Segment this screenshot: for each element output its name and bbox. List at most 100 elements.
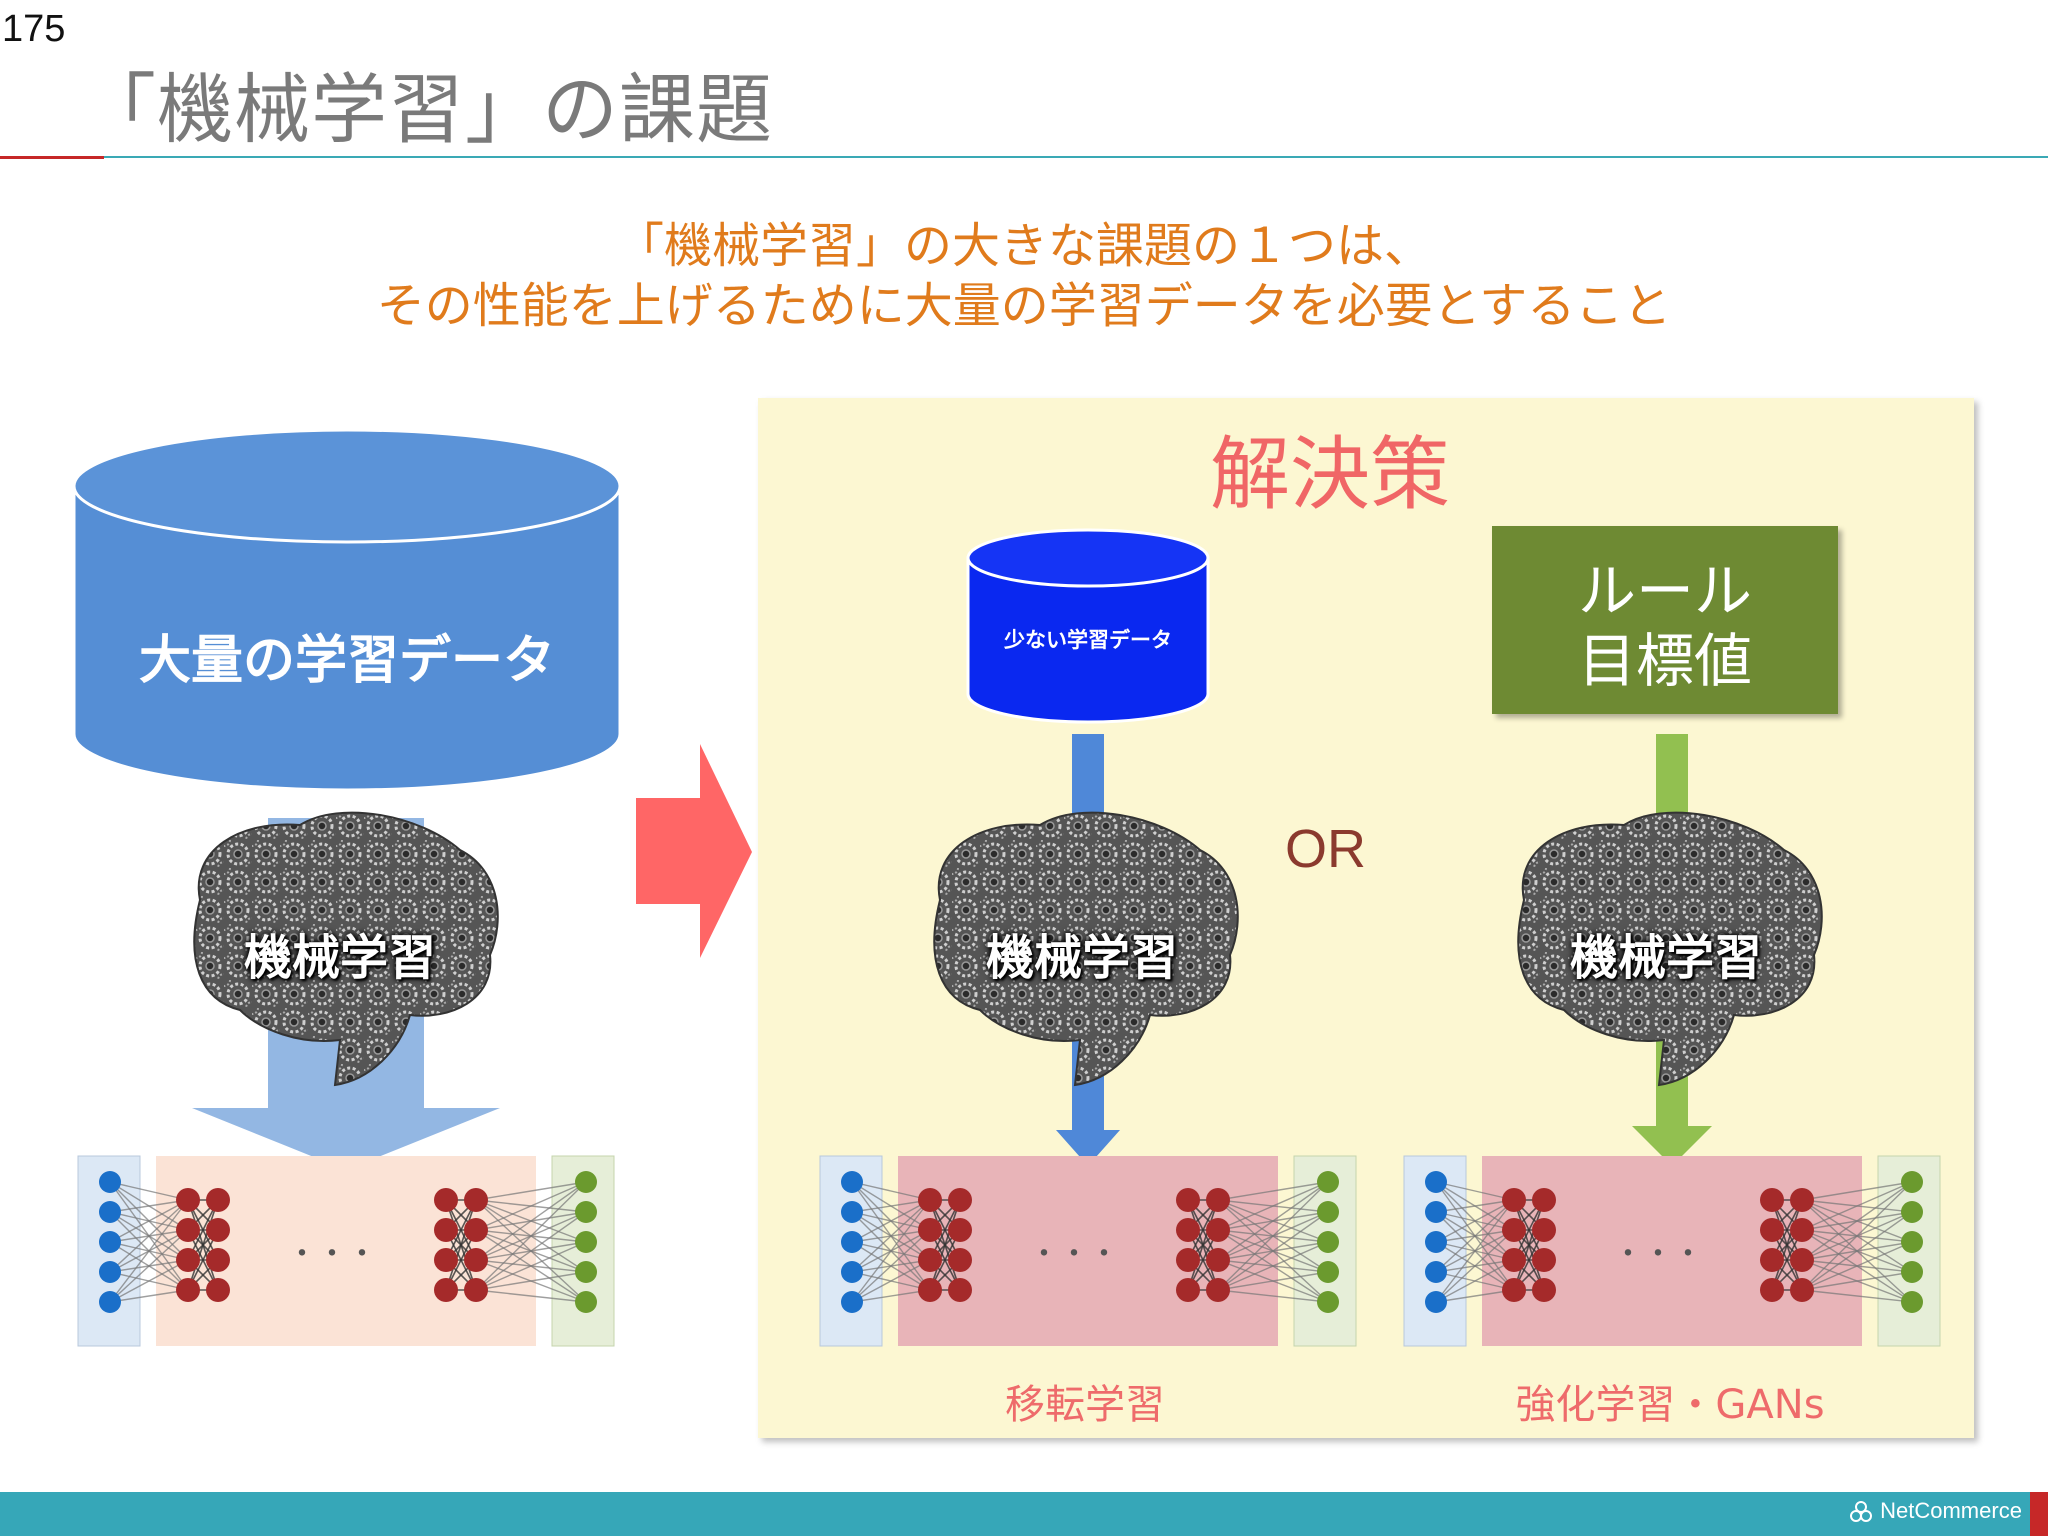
hidden-node: [1790, 1248, 1814, 1272]
input-node: [99, 1231, 121, 1253]
output-node: [1317, 1171, 1339, 1193]
hidden-node: [1176, 1278, 1200, 1302]
brain-label-rl: 機械学習: [1569, 930, 1762, 986]
network-edge: [109, 1259, 189, 1303]
network-edge: [851, 1229, 931, 1303]
network-edge: [475, 1181, 587, 1231]
hidden-node: [1502, 1278, 1526, 1302]
output-node: [575, 1171, 597, 1193]
network-edge: [1801, 1181, 1913, 1201]
hidden-node: [1532, 1278, 1556, 1302]
neural-network-rl: ・・・: [1403, 1155, 1941, 1347]
network-edge: [109, 1199, 189, 1213]
input-node: [1425, 1291, 1447, 1313]
or-label: OR: [1285, 819, 1366, 879]
brain-left: [193, 811, 499, 1087]
hidden-node: [206, 1188, 230, 1212]
hidden-node: [1176, 1188, 1200, 1212]
network-edge: [1217, 1271, 1329, 1291]
output-node: [1317, 1261, 1339, 1283]
hidden-node: [1532, 1218, 1556, 1242]
hidden-node: [206, 1278, 230, 1302]
output-node: [1901, 1291, 1923, 1313]
brain-rl: [1517, 811, 1823, 1087]
hidden-node: [1790, 1188, 1814, 1212]
output-node: [1317, 1291, 1339, 1313]
input-node: [99, 1201, 121, 1223]
hidden-node: [1176, 1248, 1200, 1272]
hidden-node: [434, 1188, 458, 1212]
network-edge: [1435, 1229, 1515, 1303]
network-edge: [851, 1199, 931, 1243]
hidden-node: [1206, 1188, 1230, 1212]
input-node: [1425, 1231, 1447, 1253]
network-edge: [851, 1199, 931, 1303]
hidden-node: [948, 1218, 972, 1242]
input-node: [841, 1261, 863, 1283]
input-node: [841, 1171, 863, 1193]
input-node: [841, 1231, 863, 1253]
hidden-node: [1176, 1218, 1200, 1242]
hidden-node: [464, 1278, 488, 1302]
input-node: [1425, 1201, 1447, 1223]
network-edge: [851, 1199, 931, 1213]
network-edge: [475, 1271, 587, 1291]
output-node: [1901, 1231, 1923, 1253]
network-edge: [1801, 1181, 1913, 1291]
network-edge: [1435, 1181, 1515, 1201]
target-value-label: 目標値: [1577, 627, 1752, 695]
network-edge: [109, 1199, 189, 1303]
subtitle-line-2: その性能を上げるために大量の学習データを必要とすること: [376, 278, 1672, 334]
hidden-node: [948, 1188, 972, 1212]
hidden-node: [1760, 1248, 1784, 1272]
layers-ellipsis: ・・・: [1613, 1237, 1703, 1272]
network-edge: [109, 1181, 189, 1201]
network-edge: [1217, 1181, 1329, 1291]
hidden-node: [1532, 1248, 1556, 1272]
hidden-node: [948, 1278, 972, 1302]
hidden-node: [1790, 1278, 1814, 1302]
hidden-node: [1760, 1218, 1784, 1242]
title-rule: [104, 156, 2048, 158]
footer-logo: NetCommerce: [1848, 1498, 2028, 1530]
big-data-label: 大量の学習データ: [138, 631, 555, 691]
network-edge: [187, 1199, 219, 1291]
network-edge: [1435, 1199, 1515, 1273]
hidden-node: [1760, 1278, 1784, 1302]
hidden-node: [206, 1218, 230, 1242]
hidden-node: [1206, 1218, 1230, 1242]
hidden-node: [1502, 1218, 1526, 1242]
network-edge: [1801, 1289, 1913, 1303]
hidden-node: [948, 1248, 972, 1272]
hidden-node: [464, 1248, 488, 1272]
red-right-arrow: [636, 744, 752, 958]
network-edge: [1435, 1199, 1515, 1243]
network-edge: [1435, 1199, 1515, 1213]
brain-label-left: 機械学習: [243, 930, 436, 986]
hidden-node: [1760, 1188, 1784, 1212]
network-edge: [475, 1181, 587, 1261]
solution-title: 解決策: [1210, 428, 1450, 521]
input-node: [99, 1291, 121, 1313]
network-edge: [1187, 1199, 1219, 1291]
network-edge: [475, 1181, 587, 1201]
network-edge: [851, 1259, 931, 1303]
network-edge: [929, 1199, 961, 1291]
hidden-node: [176, 1248, 200, 1272]
network-edge: [851, 1181, 931, 1201]
output-node: [575, 1261, 597, 1283]
page-number: 175: [2, 8, 66, 50]
hidden-node: [1206, 1248, 1230, 1272]
layers-ellipsis: ・・・: [287, 1237, 377, 1272]
network-edge: [1771, 1199, 1803, 1291]
big-data-cylinder: [72, 428, 622, 792]
footer-logo-text: NetCommerce: [1880, 1498, 2022, 1523]
small-data-cylinder: [966, 528, 1210, 724]
small-data-label: 少ない学習データ: [1004, 628, 1172, 652]
hidden-node: [206, 1248, 230, 1272]
hidden-node: [918, 1248, 942, 1272]
network-edge: [1217, 1181, 1329, 1231]
input-node: [1425, 1171, 1447, 1193]
output-node: [1901, 1201, 1923, 1223]
